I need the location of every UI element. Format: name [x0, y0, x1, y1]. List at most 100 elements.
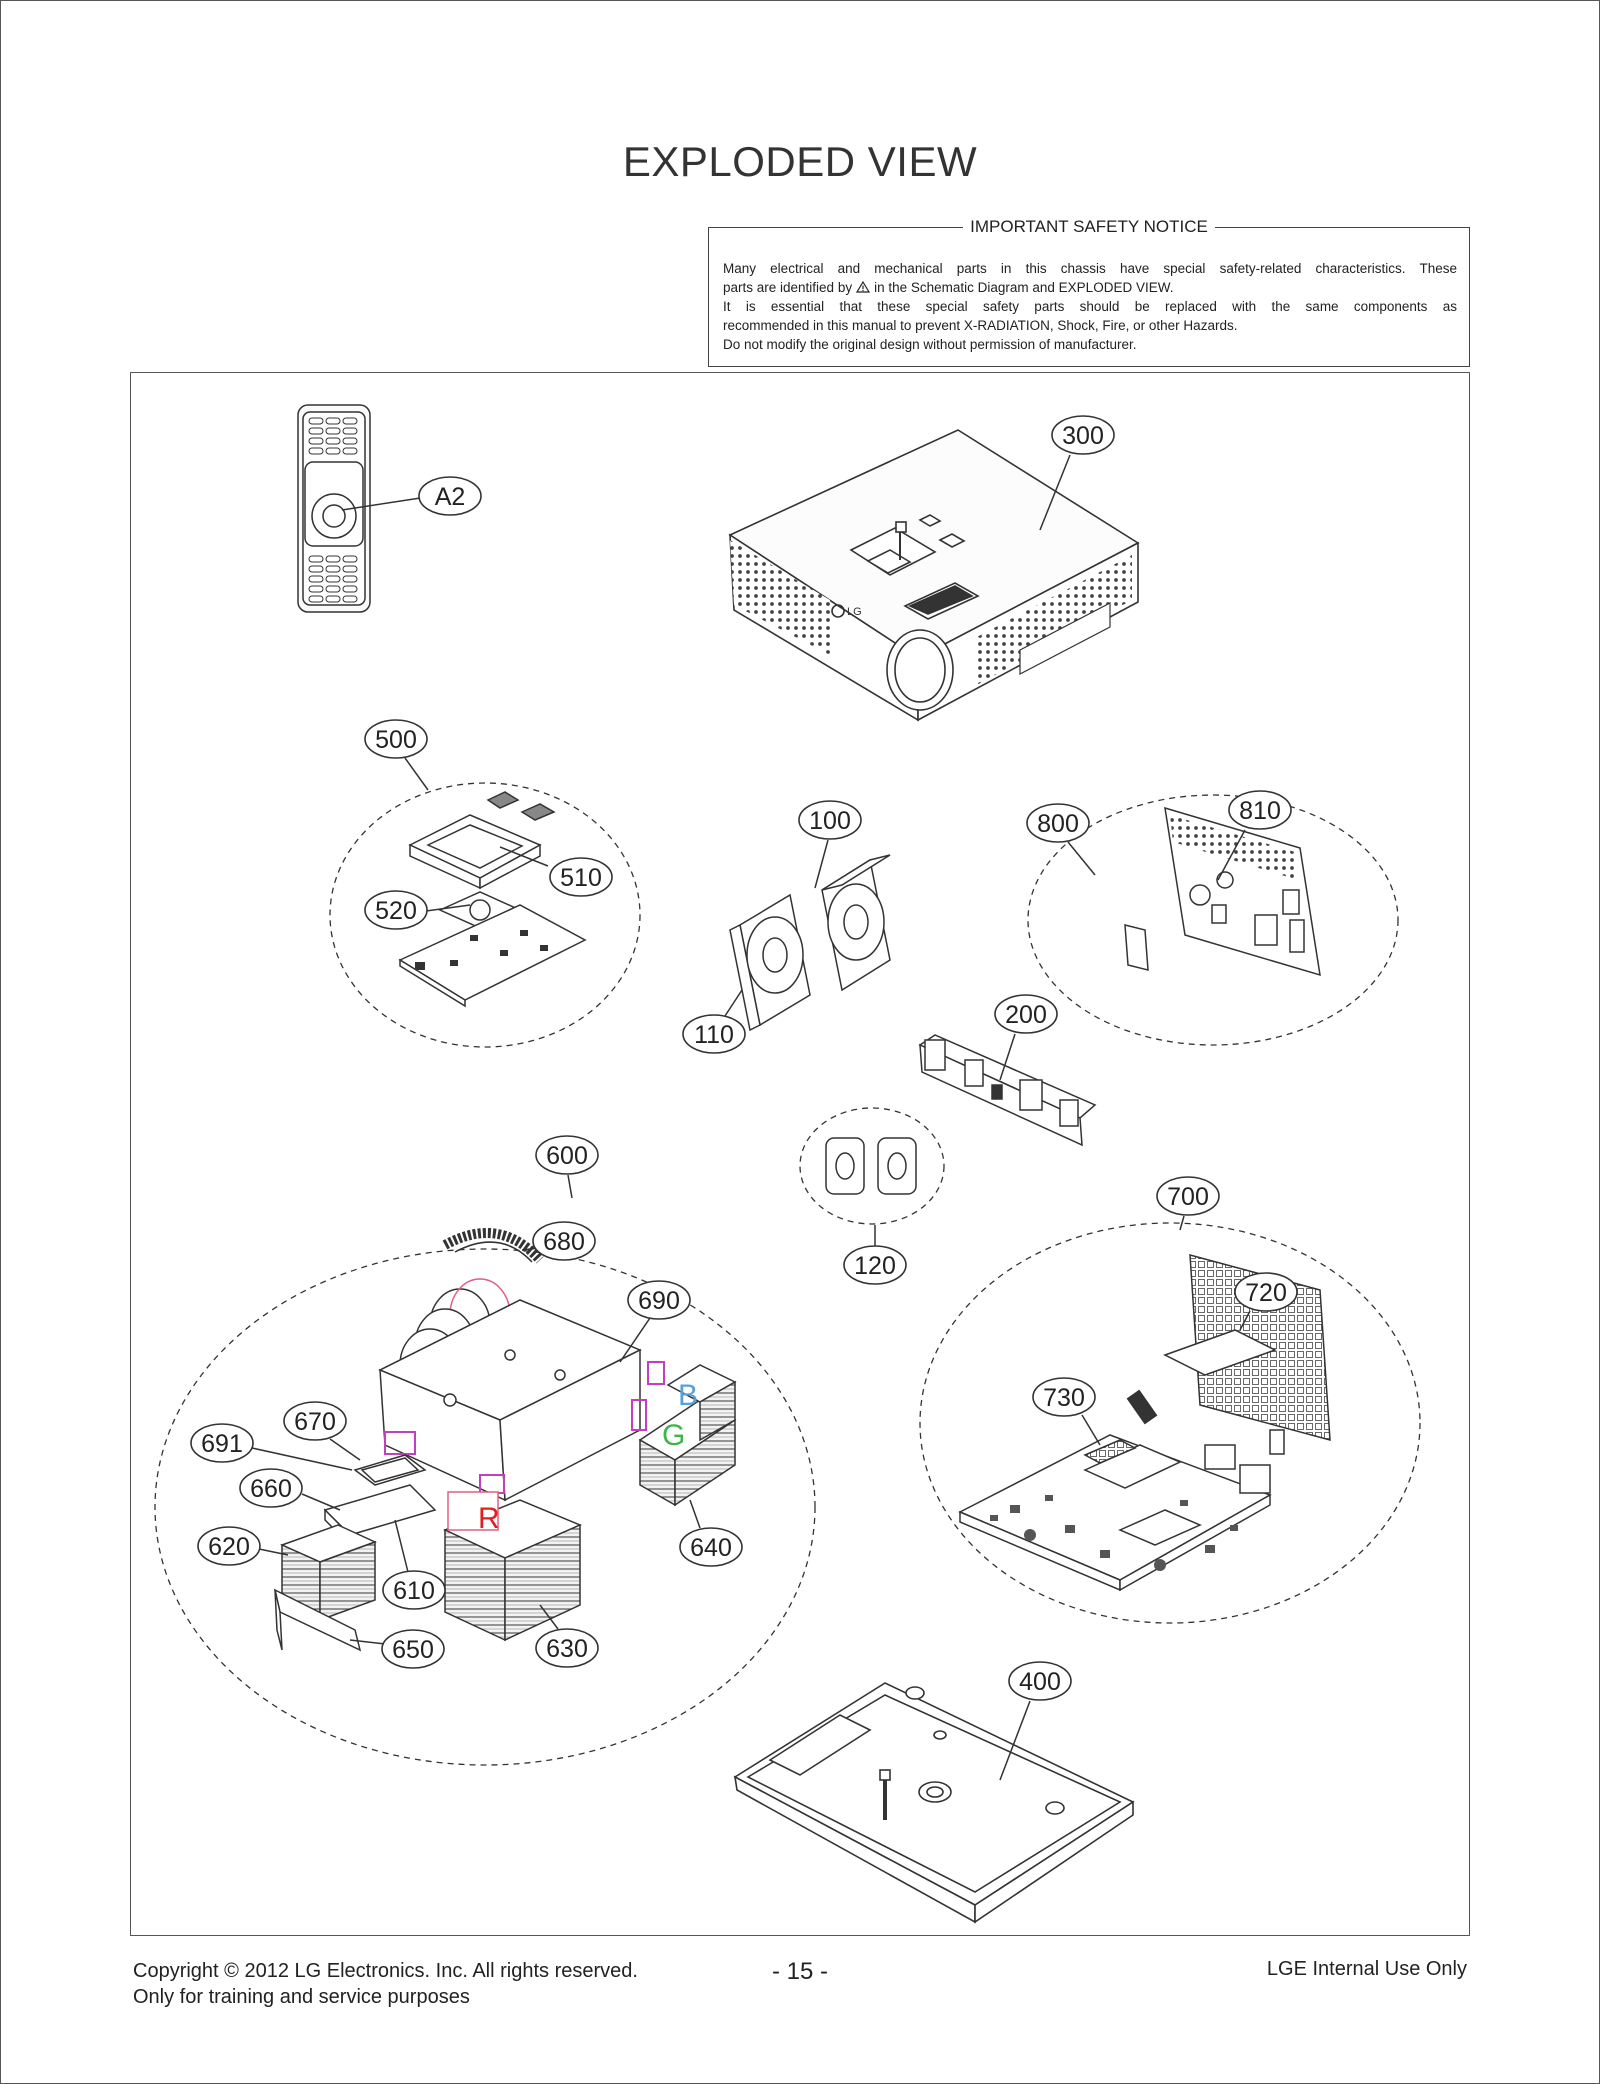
callout-label-120: 120	[854, 1252, 896, 1280]
diagram-frame	[130, 372, 1470, 1936]
remote-button	[342, 437, 358, 445]
leader-line-a2	[341, 496, 428, 511]
callout-label-670: 670	[294, 1408, 336, 1436]
callout-label-800: 800	[1037, 810, 1079, 838]
remote-button	[325, 555, 341, 563]
bottom-cabinet	[733, 1682, 1135, 1924]
callout-label-730: 730	[1043, 1384, 1085, 1412]
callout-bubble-110	[682, 1014, 746, 1054]
callout-bubble-300	[1051, 415, 1115, 455]
safety-notice-title: IMPORTANT SAFETY NOTICE	[963, 217, 1215, 236]
callout-label-650: 650	[392, 1636, 434, 1664]
remote-button	[308, 595, 324, 603]
leader-line-200	[999, 1033, 1016, 1081]
callout-label-690: 690	[638, 1287, 680, 1315]
remote-button	[308, 575, 324, 583]
callout-label-520: 520	[375, 897, 417, 925]
callout-label-610: 610	[393, 1577, 435, 1605]
remote-control	[297, 404, 371, 613]
remote-button	[342, 427, 358, 435]
callout-bubble-610	[382, 1570, 446, 1610]
callout-bubble-620	[197, 1526, 261, 1566]
leader-line-520	[425, 904, 471, 912]
callout-bubble-200	[994, 994, 1058, 1034]
remote-button	[342, 447, 358, 455]
optical-engine-group	[154, 1228, 816, 1766]
leader-lines	[251, 454, 1251, 1781]
callout-bubble-691	[190, 1423, 254, 1463]
remote-button	[342, 565, 358, 573]
leader-line-691	[251, 1447, 353, 1471]
callout-label-300: 300	[1062, 422, 1104, 450]
remote-button	[308, 565, 324, 573]
callout-bubble-680	[532, 1221, 596, 1261]
rear-panel	[1027, 794, 1399, 1046]
main-board-group	[919, 1222, 1421, 1624]
notice-identified-after: in the Schematic Diagram and EXPLODED VI…	[874, 280, 1174, 295]
safety-notice-body: Many electrical and mechanical parts in …	[723, 259, 1457, 354]
remote-button	[325, 565, 341, 573]
remote-button	[325, 437, 341, 445]
callout-label-100: 100	[809, 807, 851, 835]
remote-button	[342, 555, 358, 563]
callout-bubble-520	[364, 890, 428, 930]
callout-bubble-500	[364, 719, 428, 759]
brand-logo: LG	[847, 606, 862, 618]
footer-page-number: - 15 -	[771, 1958, 828, 1985]
leader-line-660	[301, 1493, 341, 1511]
callout-bubble-660	[239, 1468, 303, 1508]
remote-button-grid	[308, 417, 358, 603]
callout-label-640: 640	[690, 1534, 732, 1562]
callout-bubble-510	[549, 857, 613, 897]
callout-label-400: 400	[1019, 1668, 1061, 1696]
callout-label-620: 620	[208, 1533, 250, 1561]
remote-button	[342, 417, 358, 425]
footer-left: Copyright © 2012 LG Electronics. Inc. Al…	[133, 1958, 638, 2010]
leader-line-620	[258, 1548, 289, 1556]
remote-button	[342, 575, 358, 583]
remote-button	[325, 427, 341, 435]
page-title: EXPLODED VIEW	[622, 138, 978, 185]
callout-bubble-810	[1228, 790, 1292, 830]
safety-notice-title-wrap: IMPORTANT SAFETY NOTICE	[709, 217, 1469, 237]
leader-line-700	[1179, 1215, 1185, 1231]
leader-line-690	[619, 1317, 651, 1363]
notice-identified-before: parts are identified by	[723, 280, 853, 295]
notice-line-5: Do not modify the original design withou…	[723, 337, 1137, 352]
green-channel-label: G	[662, 1419, 685, 1452]
remote-button	[325, 585, 341, 593]
callout-bubble-700	[1156, 1176, 1220, 1216]
red-channel-label: R	[478, 1502, 500, 1535]
cooling-fans	[729, 854, 891, 1032]
leader-line-800	[1067, 841, 1096, 876]
speakers	[799, 1107, 945, 1225]
leader-line-110	[724, 989, 743, 1017]
notice-line-3: It is essential that these special safet…	[723, 299, 1457, 314]
footer-internal-use: LGE Internal Use Only	[1266, 1958, 1467, 1980]
callout-label-510: 510	[560, 864, 602, 892]
callout-label-691: 691	[201, 1430, 243, 1458]
leader-line-300	[1039, 454, 1071, 531]
callout-label-110: 110	[694, 1021, 734, 1049]
callout-label-660: 660	[250, 1475, 292, 1503]
warning-triangle-icon	[856, 281, 871, 293]
blue-channel-label: B	[678, 1379, 698, 1412]
callout-bubble-100	[798, 800, 862, 840]
callout-bubble-800	[1026, 803, 1090, 843]
key-assembly	[329, 782, 641, 1048]
remote-button	[342, 585, 358, 593]
callout-label-600: 600	[546, 1142, 588, 1170]
safety-notice-box: IMPORTANT SAFETY NOTICE Many electrical …	[708, 217, 1470, 367]
leader-line-670	[329, 1438, 361, 1461]
leader-line-650	[349, 1639, 386, 1645]
leader-line-720	[1239, 1310, 1251, 1331]
callout-bubble-670	[283, 1401, 347, 1441]
callout-label-500: 500	[375, 726, 417, 754]
board-200	[918, 1034, 1097, 1147]
leader-line-810	[1217, 829, 1246, 881]
callout-label-700: 700	[1167, 1183, 1209, 1211]
leader-line-500	[404, 757, 429, 791]
remote-button	[325, 595, 341, 603]
remote-button	[325, 575, 341, 583]
